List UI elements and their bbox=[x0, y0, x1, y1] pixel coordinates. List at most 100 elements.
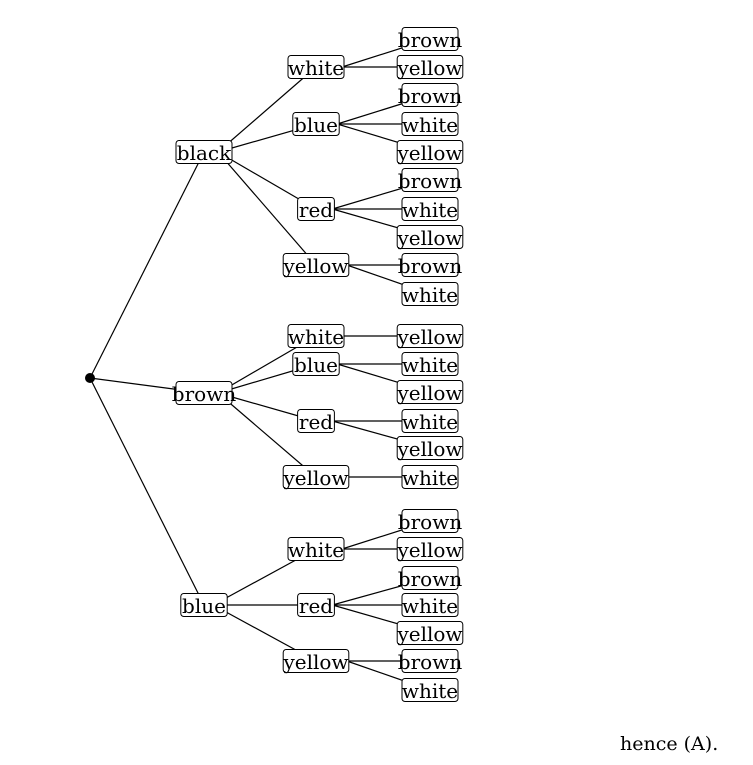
node-label: white bbox=[402, 113, 458, 137]
node-box bbox=[401, 593, 459, 617]
node-brown: brown bbox=[398, 27, 463, 52]
node-box bbox=[401, 253, 459, 277]
node-blue: blue bbox=[292, 112, 340, 137]
node-label: yellow bbox=[282, 254, 348, 278]
node-box bbox=[401, 566, 459, 590]
node-label: yellow bbox=[396, 325, 462, 349]
node-label: white bbox=[402, 410, 458, 434]
node-white: white bbox=[401, 282, 459, 307]
node-label: yellow bbox=[396, 622, 462, 646]
node-box bbox=[282, 465, 350, 489]
node-label: blue bbox=[182, 594, 226, 618]
node-yellow: yellow bbox=[396, 537, 464, 562]
node-label: yellow bbox=[396, 538, 462, 562]
node-box bbox=[292, 352, 340, 376]
node-yellow: yellow bbox=[396, 140, 464, 165]
node-white: white bbox=[287, 55, 345, 80]
tree-edges bbox=[89, 38, 431, 691]
node-box bbox=[396, 537, 464, 561]
node-label: white bbox=[288, 56, 344, 80]
node-blue: blue bbox=[292, 352, 340, 377]
node-label: white bbox=[402, 353, 458, 377]
node-box bbox=[282, 649, 350, 673]
tree-nodes: black white brown yellow blue brown white yello… bbox=[172, 27, 464, 703]
node-label: white bbox=[402, 466, 458, 490]
node-brown: brown bbox=[398, 168, 463, 193]
node-box bbox=[287, 55, 345, 79]
node-brown: brown bbox=[398, 566, 462, 591]
node-label: brown bbox=[398, 510, 463, 534]
node-box bbox=[396, 324, 464, 348]
node-box bbox=[401, 282, 459, 306]
node-yellow: yellow bbox=[396, 621, 464, 646]
node-yellow: yellow bbox=[396, 380, 464, 405]
node-box bbox=[297, 197, 335, 221]
tree-edge bbox=[89, 377, 205, 606]
node-box bbox=[287, 537, 345, 561]
node-black: black bbox=[175, 140, 233, 165]
node-box bbox=[180, 593, 228, 617]
node-box bbox=[401, 409, 459, 433]
node-box bbox=[282, 253, 350, 277]
node-label: white bbox=[402, 679, 458, 703]
node-label: white bbox=[402, 594, 458, 618]
node-label: blue bbox=[294, 353, 338, 377]
node-box bbox=[401, 197, 459, 221]
node-label: black bbox=[177, 141, 232, 165]
node-box bbox=[396, 436, 464, 460]
node-label: white bbox=[402, 283, 458, 307]
node-box bbox=[396, 621, 464, 645]
node-box bbox=[175, 381, 233, 405]
node-box bbox=[401, 27, 459, 51]
node-box bbox=[287, 324, 345, 348]
node-label: yellow bbox=[282, 466, 348, 490]
node-box bbox=[401, 168, 459, 192]
node-brown: brown bbox=[398, 509, 463, 534]
node-label: yellow bbox=[396, 437, 462, 461]
node-label: brown bbox=[172, 382, 237, 406]
node-label: red bbox=[299, 198, 333, 222]
node-blue: blue bbox=[180, 593, 228, 618]
node-red: red bbox=[297, 593, 335, 618]
node-label: yellow bbox=[396, 56, 462, 80]
node-label: red bbox=[299, 594, 333, 618]
tree-edge bbox=[217, 151, 317, 266]
node-white: white bbox=[401, 465, 459, 490]
node-label: brown bbox=[398, 650, 463, 674]
node-label: brown bbox=[398, 169, 463, 193]
node-yellow: yellow bbox=[282, 649, 350, 674]
node-label: brown bbox=[398, 84, 463, 108]
node-yellow: yellow bbox=[282, 253, 350, 278]
node-box bbox=[396, 140, 464, 164]
node-brown: brown bbox=[172, 381, 237, 406]
node-box bbox=[401, 509, 459, 533]
node-label: blue bbox=[294, 113, 338, 137]
node-box bbox=[401, 678, 459, 702]
node-label: white bbox=[402, 198, 458, 222]
node-box bbox=[292, 112, 340, 136]
node-box bbox=[401, 112, 459, 136]
node-white: white bbox=[287, 537, 345, 562]
node-label: yellow bbox=[396, 381, 462, 405]
node-box bbox=[297, 593, 335, 617]
node-white: white bbox=[401, 112, 459, 137]
node-yellow: yellow bbox=[396, 225, 464, 250]
node-white: white bbox=[287, 324, 345, 349]
node-yellow: yellow bbox=[282, 465, 350, 490]
node-box bbox=[401, 83, 459, 107]
node-box bbox=[175, 140, 233, 164]
node-box bbox=[396, 55, 464, 79]
node-label: yellow bbox=[282, 650, 348, 674]
node-box bbox=[396, 225, 464, 249]
node-label: white bbox=[288, 538, 344, 562]
node-label: yellow bbox=[396, 141, 462, 165]
node-box bbox=[297, 409, 335, 433]
node-brown: brown bbox=[398, 649, 463, 674]
node-white: white bbox=[401, 678, 459, 703]
root-node bbox=[85, 373, 95, 383]
node-label: white bbox=[288, 325, 344, 349]
node-label: brown bbox=[398, 28, 463, 52]
node-box bbox=[396, 380, 464, 404]
node-red: red bbox=[297, 197, 335, 222]
